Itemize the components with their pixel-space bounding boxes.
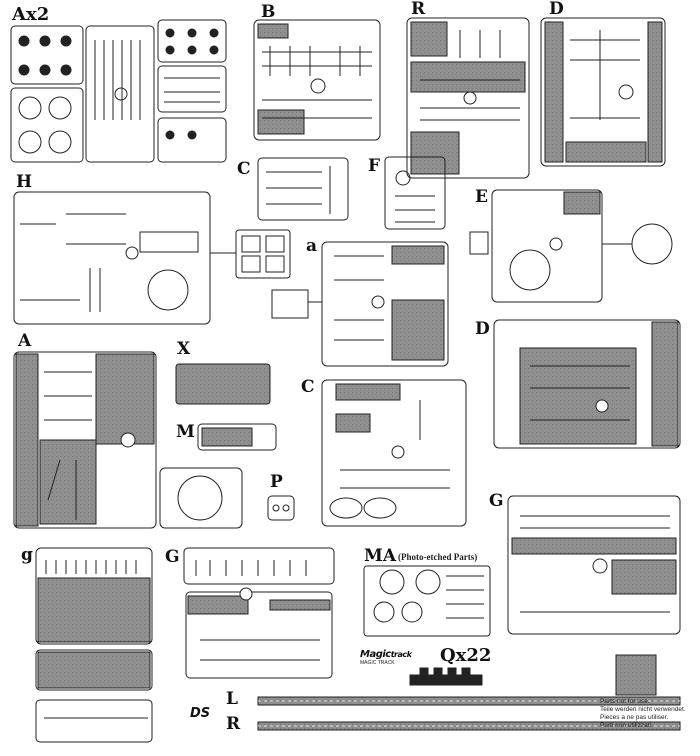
unused-parts-swatch xyxy=(615,654,657,696)
label-sprue-a: A xyxy=(18,331,32,351)
magic-track-word1: Magic xyxy=(360,649,391,660)
label-sprue-m: M xyxy=(176,422,195,442)
label-sprue-r: R xyxy=(411,0,426,19)
label-sprue-x: X xyxy=(177,339,191,359)
legend-line-2: Teile werden nicht verwendet. xyxy=(600,706,686,713)
sprue-r xyxy=(406,17,530,179)
legend-line-4: Parti non utilizzati. xyxy=(600,722,653,729)
label-sprue-e: E xyxy=(475,187,488,207)
sprue-g-small xyxy=(35,547,153,743)
label-sprue-c-mid: C xyxy=(301,377,315,397)
sprue-a xyxy=(13,351,243,529)
sprue-x xyxy=(175,363,271,405)
sprue-c-top xyxy=(257,157,349,221)
sprue-b xyxy=(253,19,381,141)
label-sprue-b: B xyxy=(261,2,276,22)
sprue-ax2 xyxy=(10,19,227,163)
magic-track-sub: MAGIC TRACK xyxy=(360,660,395,666)
sprue-a-small xyxy=(271,241,449,367)
sprue-m xyxy=(197,423,277,451)
label-sprue-f: F xyxy=(368,156,381,176)
label-sprue-c-top: C xyxy=(237,159,251,179)
sprue-d-mid xyxy=(493,319,681,449)
label-sprue-p: P xyxy=(270,472,283,492)
label-sprue-d-mid: D xyxy=(475,319,490,339)
label-sprue-ax2: Ax2 xyxy=(12,4,50,25)
label-track-l: L xyxy=(226,689,238,709)
sprue-ma xyxy=(363,565,491,637)
legend-line-3: Pieces a ne pas utiliser. xyxy=(600,714,669,721)
label-photo-etched-note: (Photo-etched Parts) xyxy=(398,552,478,562)
ds-logo: DS xyxy=(190,706,211,721)
label-sprue-g-right: G xyxy=(489,491,504,511)
label-sprue-ma: MA xyxy=(364,546,397,566)
sprue-f xyxy=(384,156,446,230)
legend-line-1: Parts not for use. xyxy=(600,698,650,705)
sprue-c-mid xyxy=(321,379,467,527)
sprue-g-right xyxy=(507,495,681,635)
sprue-p xyxy=(267,495,295,521)
magic-track-logo: Magictrack MAGIC TRACK xyxy=(360,650,412,680)
label-sprue-h: H xyxy=(16,172,33,192)
label-sprue-g-mid: G xyxy=(165,547,180,567)
sprue-h xyxy=(13,191,291,325)
sprue-e xyxy=(469,189,673,303)
unused-parts-legend: Parts not for use. Teile werden nicht ve… xyxy=(600,698,696,730)
sprue-d-top xyxy=(540,17,666,167)
magic-track-word2: track xyxy=(390,650,412,659)
label-sprue-a-small: a xyxy=(306,236,318,256)
track-runs xyxy=(257,667,681,731)
label-sprue-d-top: D xyxy=(549,0,564,19)
label-sprue-qx22: Qx22 xyxy=(440,645,492,666)
label-sprue-g-small: g xyxy=(21,545,33,565)
sprue-g-mid xyxy=(183,547,335,679)
label-track-r: R xyxy=(226,714,241,734)
